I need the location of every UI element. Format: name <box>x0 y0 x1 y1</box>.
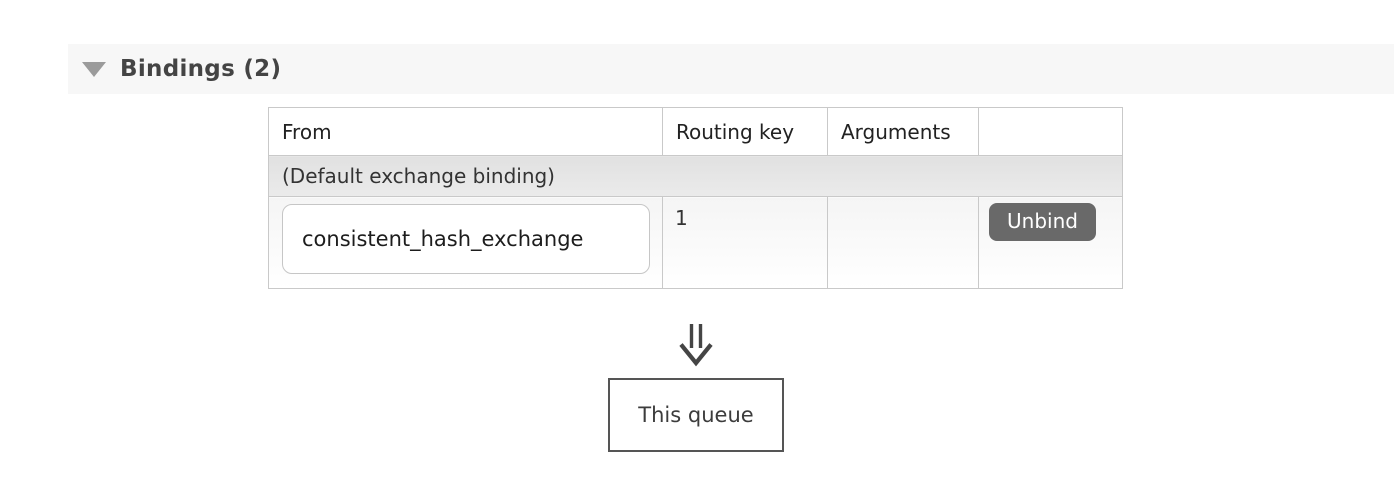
binding-routing-key-cell: 1 <box>662 196 828 289</box>
exchange-link[interactable]: consistent_hash_exchange <box>282 204 650 274</box>
this-queue-box: This queue <box>608 378 784 452</box>
default-exchange-binding-label: (Default exchange binding) <box>268 155 1123 197</box>
binding-arguments-cell <box>827 196 979 289</box>
default-exchange-binding-row: (Default exchange binding) <box>268 155 1123 197</box>
column-header-actions <box>978 107 1123 156</box>
column-header-arguments: Arguments <box>827 107 979 156</box>
bindings-table: From Routing key Arguments (Default exch… <box>268 107 1123 289</box>
consumers-section-header[interactable]: Consumers (0) <box>68 0 768 14</box>
bindings-section-title: Bindings (2) <box>120 56 282 82</box>
column-header-from: From <box>268 107 663 156</box>
routing-key-value: 1 <box>675 206 688 230</box>
down-double-arrow-icon <box>676 323 716 375</box>
binding-row: consistent_hash_exchange 1 Unbind <box>268 196 1123 289</box>
table-header-row: From Routing key Arguments <box>268 107 1123 156</box>
consumers-section-title: Consumers (0) <box>120 0 313 2</box>
bindings-table-container: From Routing key Arguments (Default exch… <box>268 107 1123 289</box>
unbind-button[interactable]: Unbind <box>989 203 1096 241</box>
binding-from-cell: consistent_hash_exchange <box>268 196 663 289</box>
column-header-routing-key: Routing key <box>662 107 828 156</box>
this-queue-label: This queue <box>638 403 754 427</box>
bindings-section-header[interactable]: Bindings (2) <box>68 44 1394 94</box>
binding-action-cell: Unbind <box>978 196 1123 289</box>
collapse-triangle-icon <box>82 61 106 77</box>
